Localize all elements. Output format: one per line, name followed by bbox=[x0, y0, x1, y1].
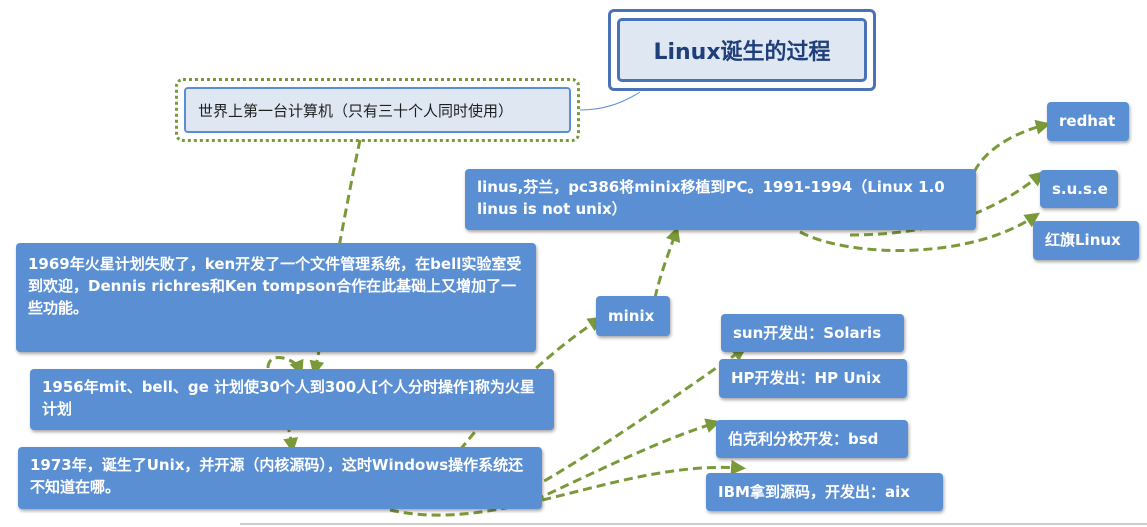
node-suse-label: s.u.s.e bbox=[1052, 180, 1108, 198]
node-hpux[interactable]: HP开发出：HP Unix bbox=[719, 359, 907, 398]
node-solaris[interactable]: sun开发出：Solaris bbox=[721, 314, 904, 352]
node-aix-label: IBM拿到源码，开发出：aix bbox=[718, 483, 910, 501]
node-redflag[interactable]: 红旗Linux bbox=[1033, 221, 1139, 260]
central-topic-label: Linux诞生的过程 bbox=[617, 18, 867, 82]
node-mars-plan-label: 1956年mit、bell、ge 计划使30个人到300人[个人分时操作]称为火… bbox=[42, 378, 535, 418]
node-hpux-label: HP开发出：HP Unix bbox=[731, 369, 881, 387]
link-unix-to-minix bbox=[458, 316, 604, 451]
node-linus-label: linus,芬兰，pc386将minix移植到PC。1991-1994（Linu… bbox=[477, 178, 945, 218]
node-unix-born[interactable]: 1973年，诞生了Unix，并开源（内核源码），这时Windows操作系统还不知… bbox=[18, 447, 542, 509]
node-mars-plan-failed[interactable]: 1969年火星计划失败了，ken开发了一个文件管理系统，在bell实验室受到欢迎… bbox=[16, 243, 536, 352]
link-title-to-first bbox=[579, 91, 641, 111]
node-minix[interactable]: minix bbox=[596, 296, 670, 336]
link-linus-to-redhat bbox=[969, 119, 1051, 199]
node-mars-plan-failed-label: 1969年火星计划失败了，ken开发了一个文件管理系统，在bell实验室受到欢迎… bbox=[28, 255, 522, 317]
central-topic[interactable]: Linux诞生的过程 bbox=[608, 9, 876, 91]
node-redflag-label: 红旗Linux bbox=[1045, 231, 1121, 249]
node-redhat-label: redhat bbox=[1059, 112, 1116, 130]
link-unix-to-aix bbox=[389, 459, 746, 517]
link-linus-to-redflag bbox=[799, 212, 1040, 253]
node-unix-born-label: 1973年，诞生了Unix，并开源（内核源码），这时Windows操作系统还不知… bbox=[30, 456, 524, 496]
node-minix-label: minix bbox=[608, 307, 655, 325]
node-solaris-label: sun开发出：Solaris bbox=[733, 324, 882, 342]
link-minix-to-linus bbox=[653, 226, 681, 299]
node-aix[interactable]: IBM拿到源码，开发出：aix bbox=[706, 473, 943, 511]
node-bsd[interactable]: 伯克利分校开发：bsd bbox=[716, 420, 908, 458]
node-suse[interactable]: s.u.s.e bbox=[1040, 170, 1118, 208]
node-bsd-label: 伯克利分校开发：bsd bbox=[728, 430, 879, 448]
node-first-computer-label: 世界上第一台计算机（只有三十个人同时使用） bbox=[184, 87, 571, 133]
link-unix-to-bsd bbox=[534, 418, 721, 502]
node-mars-plan[interactable]: 1956年mit、bell、ge 计划使30个人到300人[个人分时操作]称为火… bbox=[30, 369, 554, 430]
link-mars-loop bbox=[266, 356, 304, 376]
link-unix-to-solaris bbox=[519, 346, 747, 497]
node-redhat[interactable]: redhat bbox=[1047, 102, 1129, 141]
node-first-computer[interactable]: 世界上第一台计算机（只有三十个人同时使用） bbox=[175, 78, 580, 142]
node-linus[interactable]: linus,芬兰，pc386将minix移植到PC。1991-1994（Linu… bbox=[465, 169, 976, 230]
